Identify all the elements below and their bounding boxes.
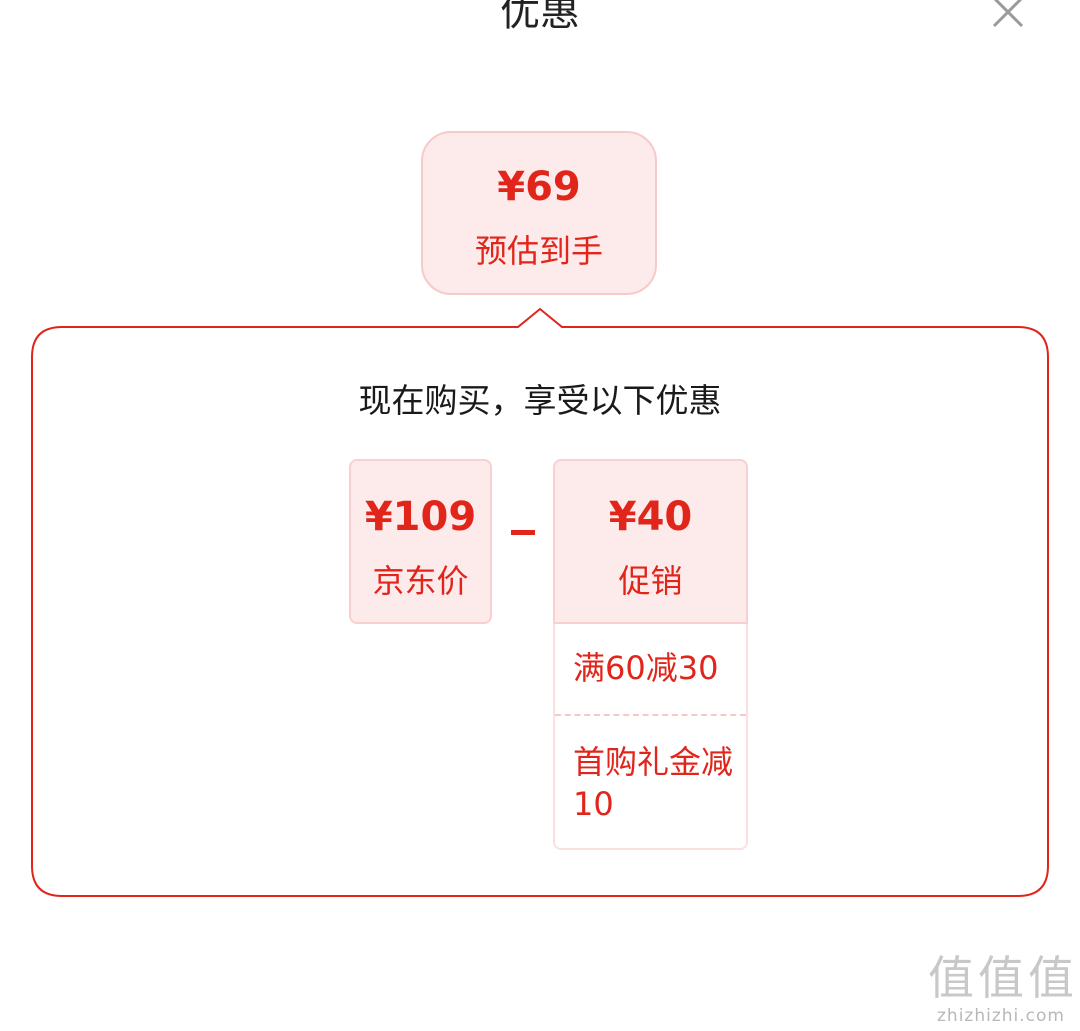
estimated-price-label: 预估到手 bbox=[474, 232, 603, 270]
discount-heading: 现在购买，享受以下优惠 bbox=[358, 381, 722, 420]
minus-operator bbox=[511, 530, 535, 535]
promotion-detail-item: 满60减30 bbox=[573, 649, 719, 687]
jd-price-label: 京东价 bbox=[372, 562, 469, 600]
promotion-details: 满60减30 首购礼金减10 bbox=[553, 624, 748, 850]
jd-price-value: ¥109 bbox=[364, 494, 477, 540]
jd-price-card: ¥109 京东价 bbox=[349, 459, 492, 624]
promotion-card: ¥40 促销 bbox=[553, 459, 748, 624]
page-title: 优惠 bbox=[500, 0, 580, 35]
watermark-logo: 值 值 值 bbox=[928, 952, 1074, 1004]
close-icon bbox=[992, 0, 1024, 28]
promotion-value: ¥40 bbox=[608, 494, 693, 540]
detail-divider bbox=[555, 714, 746, 716]
watermark-glyph: 值 bbox=[1028, 951, 1074, 1005]
estimated-price: ¥69 bbox=[497, 164, 581, 210]
promotion-detail-item: 首购礼金减10 bbox=[573, 743, 734, 823]
watermark-domain: zhizhizhi.com bbox=[937, 1006, 1065, 1026]
watermark-glyph: 值 bbox=[928, 951, 974, 1005]
estimated-price-card: ¥69 预估到手 bbox=[421, 131, 657, 295]
watermark-glyph: 值 bbox=[978, 951, 1024, 1005]
close-button[interactable] bbox=[986, 0, 1030, 34]
promotion-label: 促销 bbox=[618, 562, 683, 600]
